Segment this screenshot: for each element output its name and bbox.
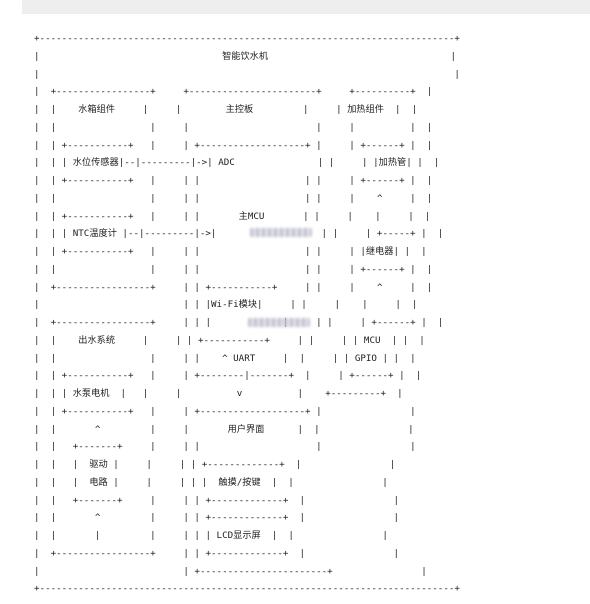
- top-bar: [22, 0, 590, 14]
- diagram-line: | | ^ | | | +-------------+ | |: [34, 512, 400, 524]
- diagram-line: | +-----------------+ | | | | | | | +---…: [34, 317, 444, 328]
- diagram-line: | | | |Wi-Fi模块| | | | | | |: [34, 299, 418, 311]
- diagram-line: | | ^ | | 用户界面 | | |: [34, 423, 414, 435]
- diagram-line: | | +-----------+ | | +--------|-------+…: [34, 370, 422, 382]
- diagram-line: | | 出水系统 | | | +-----------+ | | | | MCU…: [34, 334, 425, 346]
- diagram-line: | +-----------------+ | | +-------------…: [34, 547, 400, 559]
- diagram-line: | | | 水位传感器|--|---------|->| ADC | | | |…: [34, 157, 440, 169]
- diagram-line: | | +-----------+ | | | 主MCU | | | | | |: [34, 210, 431, 222]
- diagram-line: | +-----------------+ +-----------------…: [34, 86, 433, 98]
- diagram-line: | +-----------------+ | | +-----------+ …: [34, 281, 433, 293]
- diagram-line: | | | 水泵电机 | | | v | +---------+ |: [34, 388, 403, 399]
- diagram-line: | | | 电路 | | | | | 触摸/按键 | | |: [34, 476, 388, 488]
- diagram-line: | | 水箱组件 | | 主控板 | | 加热组件 | |: [34, 104, 418, 115]
- diagram-line: | | | | | | | | ^ | |: [34, 192, 433, 204]
- diagram-line: | | +-----------+ | | | | | | |继电器| | |: [34, 246, 427, 257]
- diagram-line: +---------------------------------------…: [34, 583, 460, 595]
- diagram-line: +---------------------------------------…: [34, 33, 460, 44]
- diagram-line: | | | | | | | |: [34, 121, 433, 133]
- diagram-line: | | | NTC温度计 |--|---------|->| | | | +--…: [34, 228, 444, 240]
- diagram-line: | | +-----------+ | | +-----------------…: [34, 139, 433, 151]
- diagram-line: | | +-------+ | | | | |: [34, 441, 416, 453]
- diagram-line: | | | | | ^ UART | | | | GPIO | | |: [34, 352, 416, 364]
- redacted-label-mcu: [250, 228, 312, 237]
- diagram-line: | | | | | | | | +------+ | |: [34, 263, 433, 275]
- diagram-line: | |: [34, 68, 460, 80]
- diagram-line: | | +-------+ | | | +-------------+ | |: [34, 494, 400, 506]
- redacted-label-wifi: [248, 318, 310, 327]
- diagram-line: | | | 驱动 | | | | +-------------+ | |: [34, 459, 396, 470]
- content-panel: [22, 14, 590, 604]
- ascii-architecture-diagram: +---------------------------------------…: [34, 30, 460, 598]
- diagram-line: | | +-----------+ | | | | | | +------+ |…: [34, 175, 433, 186]
- diagram-line: | | +-----------+ | | +-----------------…: [34, 405, 416, 417]
- diagram-line: | | | | | | | LCD显示屏 | | |: [34, 530, 388, 541]
- diagram-line: | 智能饮水机 |: [34, 50, 457, 62]
- diagram-line: | | +-----------------------+ |: [34, 565, 427, 577]
